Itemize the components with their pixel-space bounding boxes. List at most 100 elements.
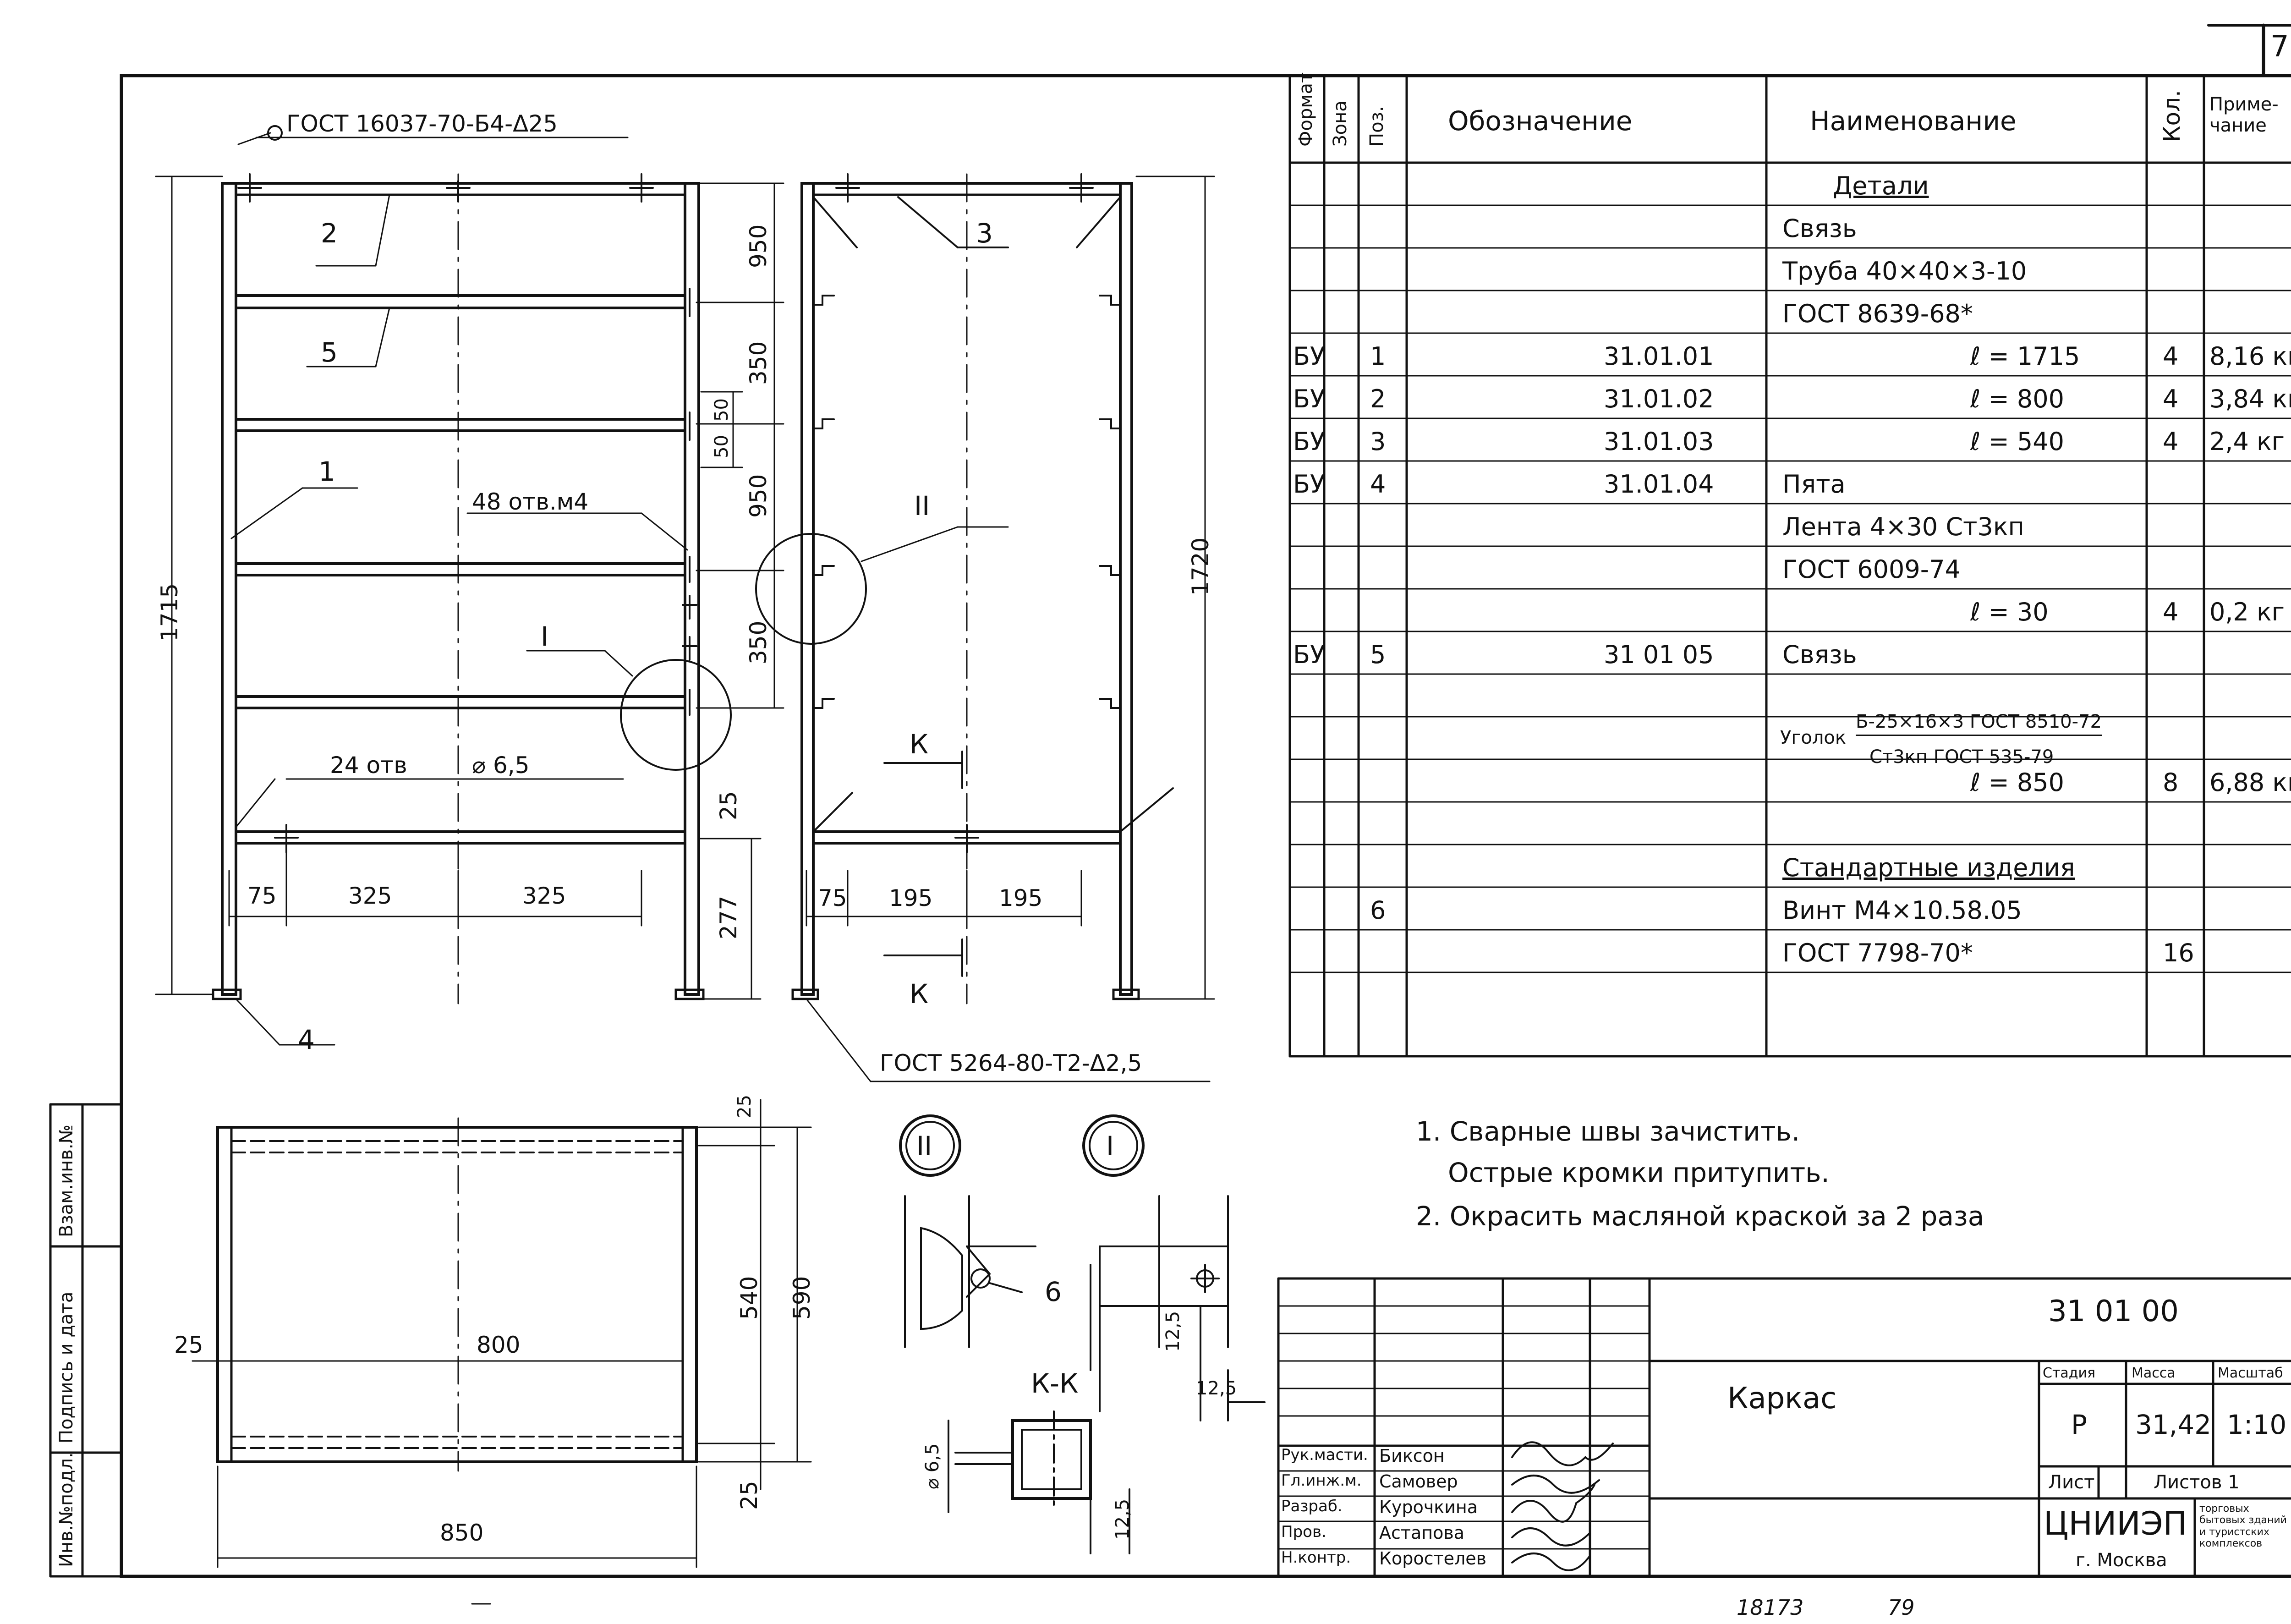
plan-dim-590: 590 — [789, 1276, 815, 1320]
spec-cell-n: ℓ = 1715 — [1970, 342, 2080, 371]
role-person: Коростелев — [1379, 1548, 1487, 1569]
spec-cell-n: Детали — [1833, 171, 1929, 200]
spec-cell-q: 4 — [2163, 598, 2179, 626]
role-title: Разраб. — [1281, 1497, 1343, 1515]
section-hole-diam: ⌀ 6,5 — [922, 1443, 943, 1489]
spec-cell-n: Связь — [1782, 214, 1857, 243]
bottom-stamp-1: 18173 — [1737, 1595, 1804, 1620]
bottom-stamp-2: 79 — [1888, 1595, 1915, 1620]
role-person: Астапова — [1379, 1523, 1465, 1543]
role-title: Гл.инж.м. — [1281, 1471, 1362, 1490]
dim-350-b: 350 — [745, 620, 772, 664]
plan-dim-25-left: 25 — [174, 1332, 203, 1358]
spec-cell-n: Винт М4×10.58.05 — [1782, 896, 2022, 925]
spec-cell-q: 4 — [2163, 342, 2179, 371]
spec-cell-n: ГОСТ 6009-74 — [1782, 555, 1961, 584]
note-2: 2. Окрасить масляной краской за 2 раза — [1416, 1201, 1984, 1232]
stamp-vzam: Взам.инв.№ — [56, 1124, 77, 1237]
spec-cell-note: 6,88 кг — [2209, 768, 2291, 797]
sheets-label: Листов 1 — [2154, 1472, 2240, 1493]
spec-cell-p: 4 — [1370, 470, 1386, 499]
role-person: Самовер — [1379, 1471, 1458, 1492]
dim-1720: 1720 — [1187, 537, 1214, 596]
spec-cell-note: 2,4 кг — [2209, 427, 2285, 456]
plan-dim-800: 800 — [477, 1332, 521, 1358]
angle-profile: Б-25×16×3 ГОСТ 8510-72 — [1856, 713, 2102, 736]
header-format: Формат — [1295, 72, 1316, 147]
mass-value: 31,42 — [2135, 1409, 2212, 1440]
scale-label: Масштаб — [2218, 1365, 2283, 1381]
scale-value: 1:10 — [2227, 1409, 2287, 1440]
organization-name: ЦНИИЭП — [2044, 1505, 2187, 1542]
role-title: Рук.масти. — [1281, 1446, 1368, 1464]
spec-cell-n: ГОСТ 7798-70* — [1782, 938, 1973, 967]
pos-1-label: 1 — [318, 456, 335, 487]
side-dim-195-a: 195 — [889, 885, 933, 911]
dim-75: 75 — [247, 883, 277, 909]
spec-cell-n: Труба 40×40×3-10 — [1782, 257, 2027, 285]
dim-350-a: 350 — [745, 341, 772, 385]
pos-3-label: 3 — [976, 218, 993, 249]
dim-50-a: 50 — [711, 398, 732, 422]
spec-cell-q: 4 — [2163, 384, 2179, 413]
plan-dim-850: 850 — [440, 1520, 484, 1546]
spec-cell-p: 3 — [1370, 427, 1386, 456]
holes-48-label: 48 отв.м4 — [472, 488, 589, 515]
header-name: Наименование — [1810, 105, 2017, 137]
spec-cell-d: 31.01.04 — [1604, 470, 1714, 499]
header-note: Приме-чание — [2209, 94, 2279, 136]
section-mark-k-bottom: К — [910, 978, 929, 1010]
sheet-number: 78 — [2270, 30, 2291, 64]
spec-cell-n: ℓ = 30 — [1970, 598, 2049, 626]
gost-weld-bottom: ГОСТ 5264-80-Т2-Δ2,5 — [880, 1050, 1142, 1076]
spec-cell-p: 6 — [1370, 896, 1386, 925]
node-2-label: II — [914, 490, 930, 521]
stamp-podpis: Подпись и дата — [56, 1291, 77, 1443]
drawing-title: Каркас — [1727, 1382, 1837, 1416]
role-person: Биксон — [1379, 1446, 1445, 1466]
header-pos: Поз. — [1366, 106, 1387, 147]
note-1b: Острые кромки притупить. — [1448, 1157, 1830, 1188]
holes-24-label: 24 отв — [330, 752, 407, 779]
hole-diameter-label: ⌀ 6,5 — [472, 752, 530, 779]
dim-950-a: 950 — [745, 224, 772, 268]
spec-cell-q: 8 — [2163, 768, 2179, 797]
detail-dim-12-5-b: 12,5 — [1196, 1378, 1237, 1399]
role-person: Курочкина — [1379, 1497, 1478, 1517]
header-designation: Обозначение — [1448, 105, 1633, 137]
spec-cell-n: Лента 4×30 Ст3кп — [1782, 512, 2024, 541]
drawing-code: 31 01 00 — [2048, 1295, 2179, 1328]
spec-cell-n: ℓ = 850 — [1970, 768, 2064, 797]
spec-cell-f: БУ — [1293, 470, 1325, 499]
spec-cell-n: Пята — [1782, 470, 1846, 499]
pos-6-label: 6 — [1045, 1276, 1062, 1307]
spec-cell-n: Связь — [1782, 640, 1857, 669]
pos-5-label: 5 — [321, 337, 338, 368]
spec-cell-f: БУ — [1293, 640, 1325, 669]
dim-25: 25 — [715, 791, 742, 820]
spec-cell-d: 31 01 05 — [1604, 640, 1714, 669]
section-dim-12-5: 12,5 — [1112, 1498, 1133, 1540]
spec-cell-d: 31.01.03 — [1604, 427, 1714, 456]
plan-dim-25-top: 25 — [734, 1095, 755, 1118]
spec-cell-f: БУ — [1293, 342, 1325, 371]
organization-city: г. Москва — [2076, 1550, 2167, 1571]
spec-cell-q: 4 — [2163, 427, 2179, 456]
detail-dim-12-5-a: 12,5 — [1162, 1311, 1184, 1352]
section-mark-k-top: К — [910, 729, 929, 760]
plan-dim-540: 540 — [736, 1276, 762, 1320]
stage-label: Стадия — [2043, 1365, 2096, 1381]
node-1-label: I — [541, 621, 549, 652]
spec-cell-p: 5 — [1370, 640, 1386, 669]
pos-4-label: 4 — [298, 1024, 315, 1055]
plan-dim-25-bottom: 25 — [736, 1481, 762, 1510]
spec-cell-f: БУ — [1293, 427, 1325, 456]
section-k-k-title: К-К — [1031, 1368, 1079, 1399]
angle-label: Уголок — [1780, 727, 1847, 748]
side-dim-195-b: 195 — [999, 885, 1043, 911]
dim-1715: 1715 — [156, 583, 183, 642]
dim-325-a: 325 — [348, 883, 392, 909]
side-dim-75: 75 — [818, 885, 847, 911]
